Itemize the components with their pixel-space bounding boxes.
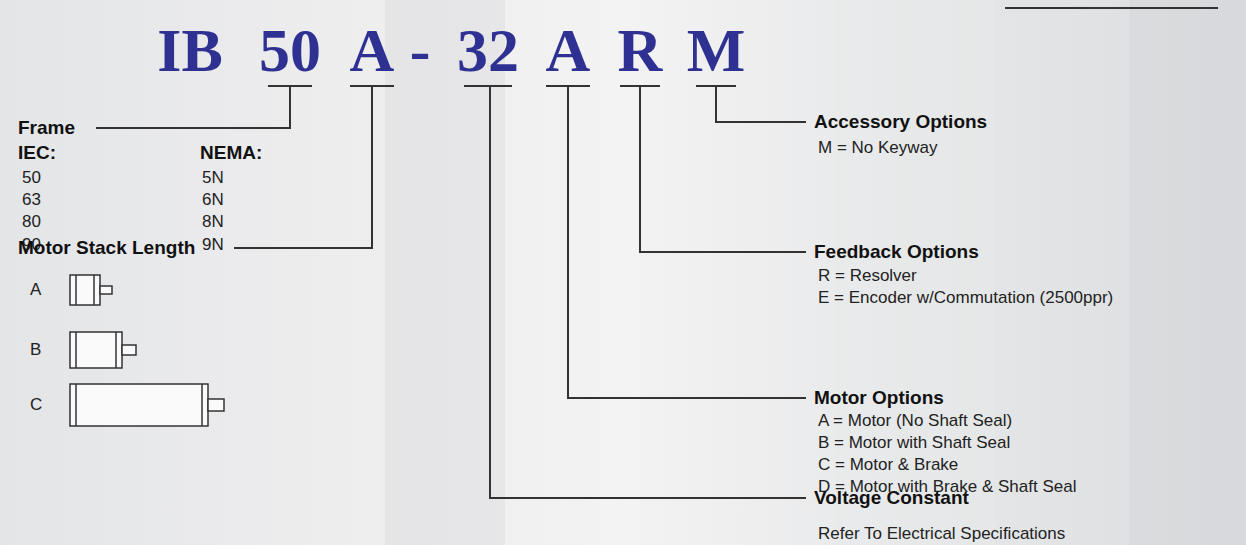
group-heading: Feedback Options [814, 242, 979, 263]
group-heading: Frame [18, 118, 75, 139]
leader-lines [96, 86, 806, 498]
option-item: C [30, 396, 42, 415]
option-item: R = Resolver [818, 267, 917, 286]
option-item: 6N [202, 191, 224, 210]
option-item: 50 [22, 169, 41, 188]
option-item: M = No Keyway [818, 139, 938, 158]
model-code: 32 [457, 16, 519, 84]
group-heading: Voltage Constant [814, 488, 969, 509]
option-item: C = Motor & Brake [818, 456, 958, 475]
frame-fragment [1005, 7, 1218, 9]
option-item: B [30, 341, 41, 360]
option-item: A [30, 281, 41, 300]
option-item: 8N [202, 213, 224, 232]
model-code: 50 [259, 16, 321, 84]
option-item: A = Motor (No Shaft Seal) [818, 412, 1012, 431]
motor-icons [70, 275, 224, 426]
column-heading: NEMA: [200, 143, 262, 164]
option-item: 63 [22, 191, 41, 210]
option-item: 5N [202, 169, 224, 188]
model-code: IB [157, 16, 222, 84]
option-item: E = Encoder w/Commutation (2500ppr) [818, 289, 1113, 308]
group-heading: Motor Options [814, 388, 944, 409]
group-heading: Accessory Options [814, 112, 987, 133]
column-heading: IEC: [18, 143, 56, 164]
option-item: B = Motor with Shaft Seal [818, 434, 1010, 453]
building-watermark [385, 0, 1246, 545]
option-item: 9N [202, 236, 224, 255]
model-code: R [618, 16, 663, 84]
option-item: 80 [22, 213, 41, 232]
option-item: Refer To Electrical Specifications [818, 525, 1065, 544]
model-code: M [687, 16, 746, 84]
model-code: A [350, 16, 395, 84]
model-code: A [546, 16, 591, 84]
model-code: - [410, 16, 431, 84]
group-heading: Motor Stack Length [18, 238, 195, 259]
